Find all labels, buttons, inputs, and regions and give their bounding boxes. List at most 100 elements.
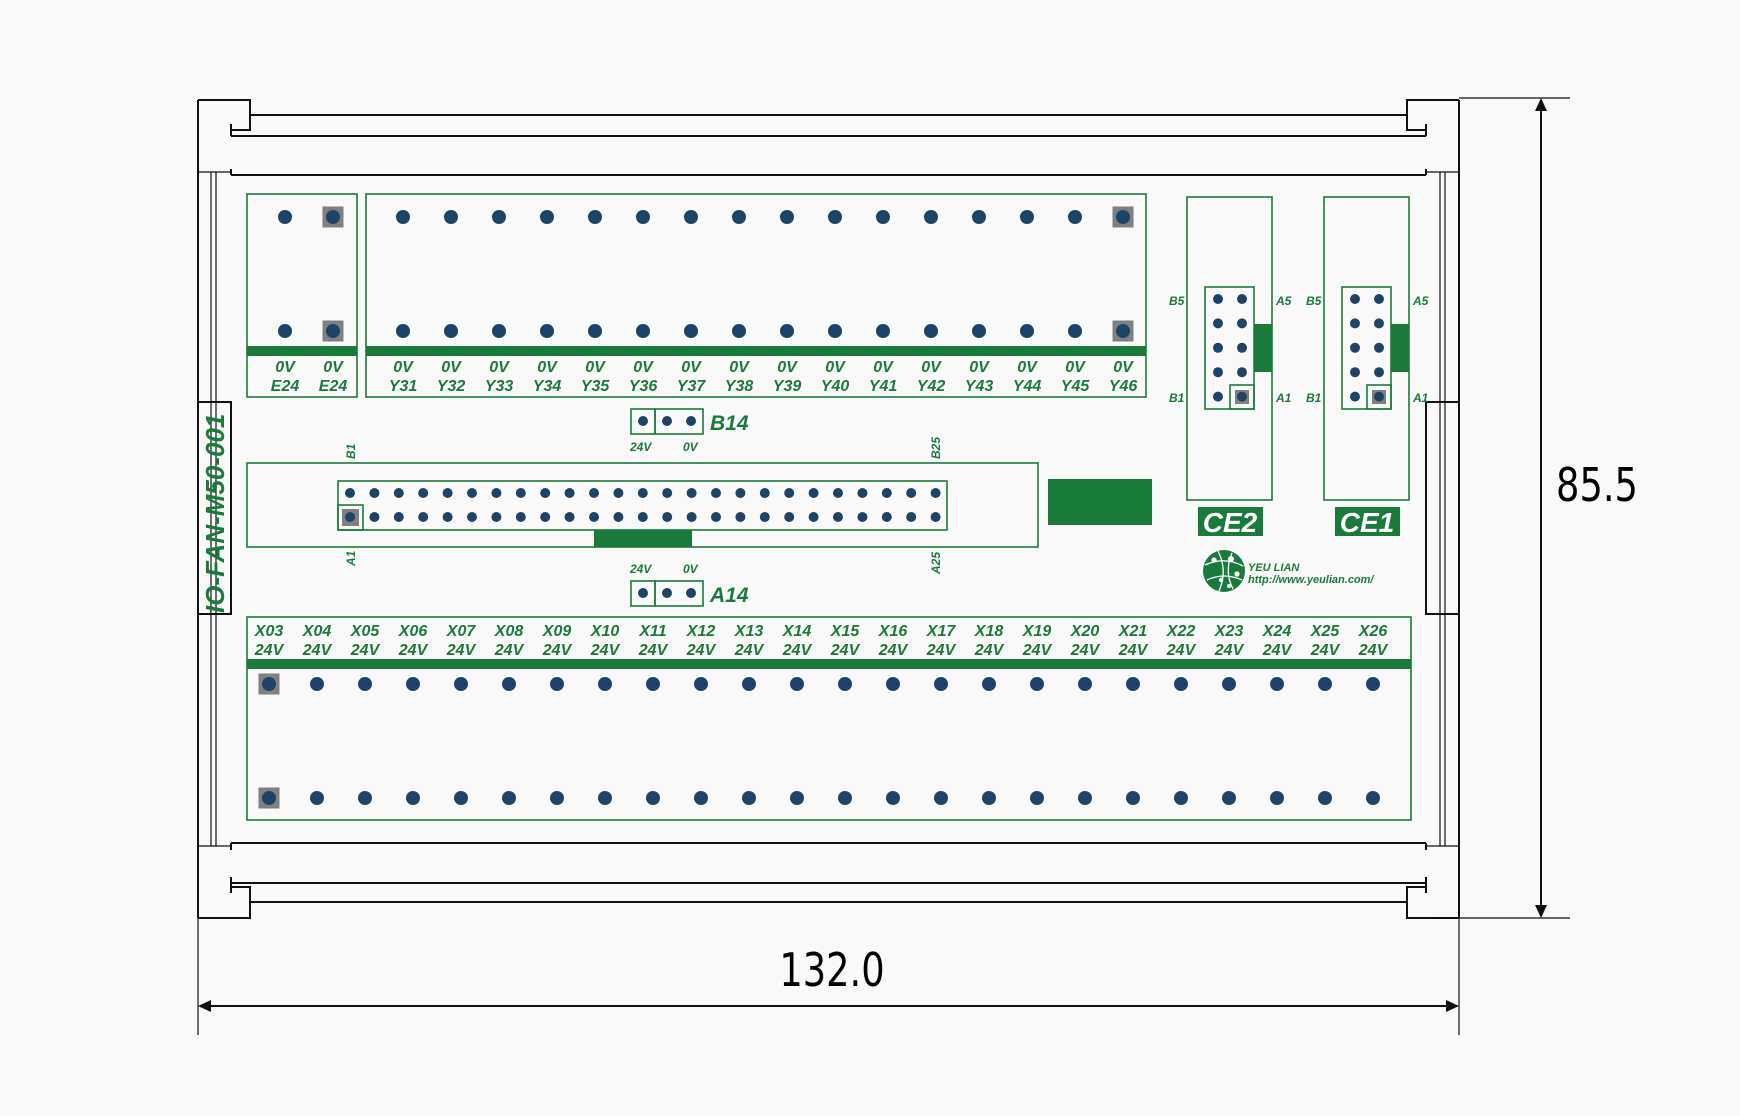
terminal-pin[interactable]: [454, 677, 468, 691]
terminal-pin[interactable]: [406, 677, 420, 691]
terminal-pin[interactable]: [982, 791, 996, 805]
jumper-b14[interactable]: B14 24V 0V: [629, 408, 749, 454]
terminal-pin[interactable]: [278, 210, 292, 224]
terminal-label-top: X10: [590, 623, 620, 640]
terminal-pin[interactable]: [934, 677, 948, 691]
terminal-pin[interactable]: [1068, 210, 1082, 224]
terminal-pin[interactable]: [1078, 791, 1092, 805]
terminal-pin[interactable]: [1116, 324, 1130, 338]
terminal-pin[interactable]: [732, 210, 746, 224]
terminal-pin[interactable]: [262, 791, 276, 805]
terminal-pin[interactable]: [1020, 324, 1034, 338]
terminal-pin[interactable]: [1068, 324, 1082, 338]
terminal-pin[interactable]: [636, 210, 650, 224]
terminal-pin[interactable]: [492, 324, 506, 338]
brand-url[interactable]: http://www.yeulian.com/: [1248, 574, 1375, 586]
terminal-pin[interactable]: [876, 210, 890, 224]
terminal-pin[interactable]: [1366, 791, 1380, 805]
terminal-pin[interactable]: [444, 324, 458, 338]
terminal-pin[interactable]: [924, 210, 938, 224]
terminal-pin[interactable]: [1020, 210, 1034, 224]
terminal-pin[interactable]: [838, 677, 852, 691]
terminal-pin[interactable]: [982, 677, 996, 691]
terminal-pin[interactable]: [646, 677, 660, 691]
terminal-pin[interactable]: [1222, 677, 1236, 691]
terminal-pin[interactable]: [540, 324, 554, 338]
terminal-pin[interactable]: [780, 324, 794, 338]
terminal-pin[interactable]: [790, 677, 804, 691]
terminal-pin[interactable]: [780, 210, 794, 224]
connector-pin-a: [784, 512, 795, 522]
terminal-pin[interactable]: [262, 677, 276, 691]
terminal-label-bottom: Y36: [629, 378, 658, 395]
terminal-pin[interactable]: [924, 324, 938, 338]
terminal-pin[interactable]: [1270, 677, 1284, 691]
terminal-pin[interactable]: [550, 791, 564, 805]
terminal-pin[interactable]: [732, 324, 746, 338]
ce-pin1-box: [1366, 384, 1392, 410]
terminal-pin[interactable]: [598, 791, 612, 805]
terminal-pin[interactable]: [636, 324, 650, 338]
terminal-pin[interactable]: [396, 210, 410, 224]
terminal-pin[interactable]: [502, 677, 516, 691]
terminal-pin[interactable]: [540, 210, 554, 224]
terminal-pin[interactable]: [828, 324, 842, 338]
terminal-pin[interactable]: [310, 791, 324, 805]
terminal-pin[interactable]: [492, 210, 506, 224]
connector-pin-b: [442, 488, 453, 498]
jumper-b14-right-label: 0V: [683, 440, 699, 454]
terminal-pin[interactable]: [742, 791, 756, 805]
terminal-pin[interactable]: [694, 677, 708, 691]
terminal-pin[interactable]: [694, 791, 708, 805]
terminal-pin[interactable]: [396, 324, 410, 338]
terminal-pin[interactable]: [684, 210, 698, 224]
terminal-pin[interactable]: [278, 324, 292, 338]
terminal-pin[interactable]: [1366, 677, 1380, 691]
terminal-pin[interactable]: [828, 210, 842, 224]
terminal-pin[interactable]: [1030, 677, 1044, 691]
terminal-pin[interactable]: [1078, 677, 1092, 691]
connector-pin-b: [418, 488, 429, 498]
terminal-pin[interactable]: [838, 791, 852, 805]
terminal-pin[interactable]: [646, 791, 660, 805]
connector-pin-b: [711, 488, 721, 498]
terminal-pin[interactable]: [588, 210, 602, 224]
terminal-pin[interactable]: [972, 210, 986, 224]
terminal-pin[interactable]: [502, 791, 516, 805]
jumper-a14[interactable]: A14 24V 0V: [629, 562, 749, 607]
ce-label-b1: B1: [1169, 391, 1185, 405]
terminal-pin[interactable]: [326, 324, 340, 338]
terminal-pin[interactable]: [444, 210, 458, 224]
terminal-label-bottom: 24V: [974, 642, 1005, 659]
terminal-pin[interactable]: [588, 324, 602, 338]
terminal-pin[interactable]: [1174, 677, 1188, 691]
terminal-pin[interactable]: [1270, 791, 1284, 805]
terminal-pin[interactable]: [934, 791, 948, 805]
terminal-pin[interactable]: [1126, 791, 1140, 805]
terminal-pin[interactable]: [358, 791, 372, 805]
terminal-pin[interactable]: [1174, 791, 1188, 805]
terminal-pin[interactable]: [886, 791, 900, 805]
terminal-pin[interactable]: [886, 677, 900, 691]
terminal-pin[interactable]: [1116, 210, 1130, 224]
terminal-pin[interactable]: [326, 210, 340, 224]
terminal-pin[interactable]: [454, 791, 468, 805]
terminal-pin[interactable]: [1030, 791, 1044, 805]
terminal-pin[interactable]: [684, 324, 698, 338]
terminal-pin[interactable]: [876, 324, 890, 338]
terminal-pin[interactable]: [406, 791, 420, 805]
terminal-pin[interactable]: [310, 677, 324, 691]
terminal-pin[interactable]: [1318, 677, 1332, 691]
terminal-pin[interactable]: [1222, 791, 1236, 805]
terminal-pin[interactable]: [972, 324, 986, 338]
terminal-label-bottom: Y31: [389, 378, 418, 395]
terminal-label-bottom: Y46: [1109, 378, 1138, 395]
terminal-pin[interactable]: [790, 791, 804, 805]
terminal-pin[interactable]: [598, 677, 612, 691]
terminal-label-top: 0V: [1017, 359, 1038, 376]
terminal-pin[interactable]: [550, 677, 564, 691]
terminal-pin[interactable]: [1126, 677, 1140, 691]
terminal-pin[interactable]: [358, 677, 372, 691]
terminal-pin[interactable]: [1318, 791, 1332, 805]
terminal-pin[interactable]: [742, 677, 756, 691]
